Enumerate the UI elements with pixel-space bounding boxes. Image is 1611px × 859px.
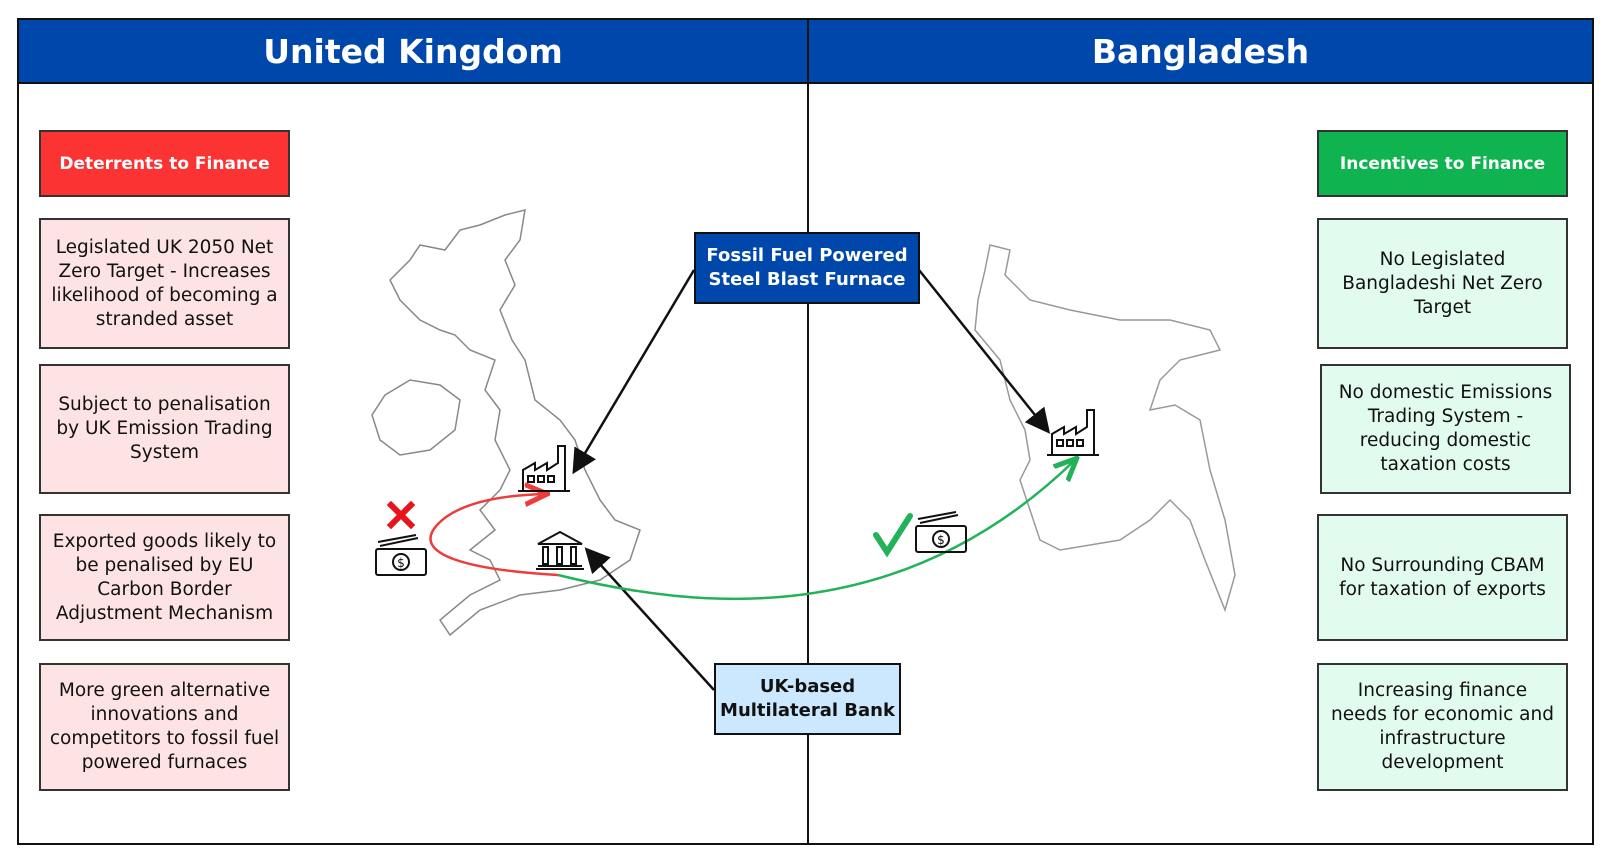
red-finance-flow <box>429 494 559 577</box>
bank-icon <box>536 530 584 570</box>
arrow-bank-to-uk <box>584 547 715 691</box>
deterrents-heading: Deterrents to Finance <box>39 130 290 197</box>
svg-text:$: $ <box>397 556 405 570</box>
uk-map <box>371 208 641 637</box>
factory-icon-uk <box>518 445 570 492</box>
incentive-item: No domestic Emissions Trading System - r… <box>1320 364 1571 494</box>
deterrent-item: Exported goods likely to be penalised by… <box>39 514 290 641</box>
header-united-kingdom: United Kingdom <box>17 18 809 84</box>
arrow-furnace-to-uk <box>572 269 696 475</box>
uk-multilateral-bank-box: UK-based Multilateral Bank <box>714 663 901 735</box>
incentive-item: No Legislated Bangladeshi Net Zero Targe… <box>1317 218 1568 349</box>
header-bangladesh: Bangladesh <box>807 18 1594 84</box>
bangladesh-map <box>974 244 1236 613</box>
green-check-icon <box>873 513 913 558</box>
red-cross-icon <box>386 500 416 530</box>
svg-text:$: $ <box>937 533 945 547</box>
incentive-item: Increasing finance needs for economic an… <box>1317 663 1568 791</box>
incentives-heading: Incentives to Finance <box>1317 130 1568 197</box>
deterrent-item: More green alternative innovations and c… <box>39 663 290 791</box>
money-icon-uk: $ <box>375 534 427 576</box>
incentive-item: No Surrounding CBAM for taxation of expo… <box>1317 514 1568 641</box>
money-icon-bangladesh: $ <box>915 511 967 553</box>
factory-icon-bangladesh <box>1047 409 1099 456</box>
deterrent-item: Legislated UK 2050 Net Zero Target - Inc… <box>39 218 290 349</box>
deterrent-item: Subject to penalisation by UK Emission T… <box>39 364 290 494</box>
green-finance-flow <box>557 460 1075 601</box>
center-divider <box>807 18 809 845</box>
arrow-furnace-to-bangladesh <box>918 269 1051 434</box>
fossil-fuel-furnace-box: Fossil Fuel Powered Steel Blast Furnace <box>694 232 920 304</box>
